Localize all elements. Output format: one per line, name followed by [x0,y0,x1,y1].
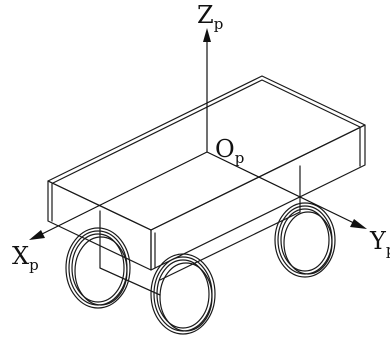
y-axis-label: Yp [369,227,390,259]
y-axis-arrowhead [350,219,367,229]
x-axis [29,151,208,240]
wheel-front-right [150,253,216,335]
wheel-front-left [65,227,131,309]
x-axis-label: Xp [12,242,39,274]
y-axis [206,151,367,229]
origin-label: Op [215,135,244,167]
z-axis-arrowhead [203,28,211,42]
wheel-rear-right [274,202,336,278]
z-axis [203,28,211,152]
x-axis-arrowhead [29,230,45,240]
z-axis-label: Zp [197,1,223,33]
platform-body [47,75,366,296]
